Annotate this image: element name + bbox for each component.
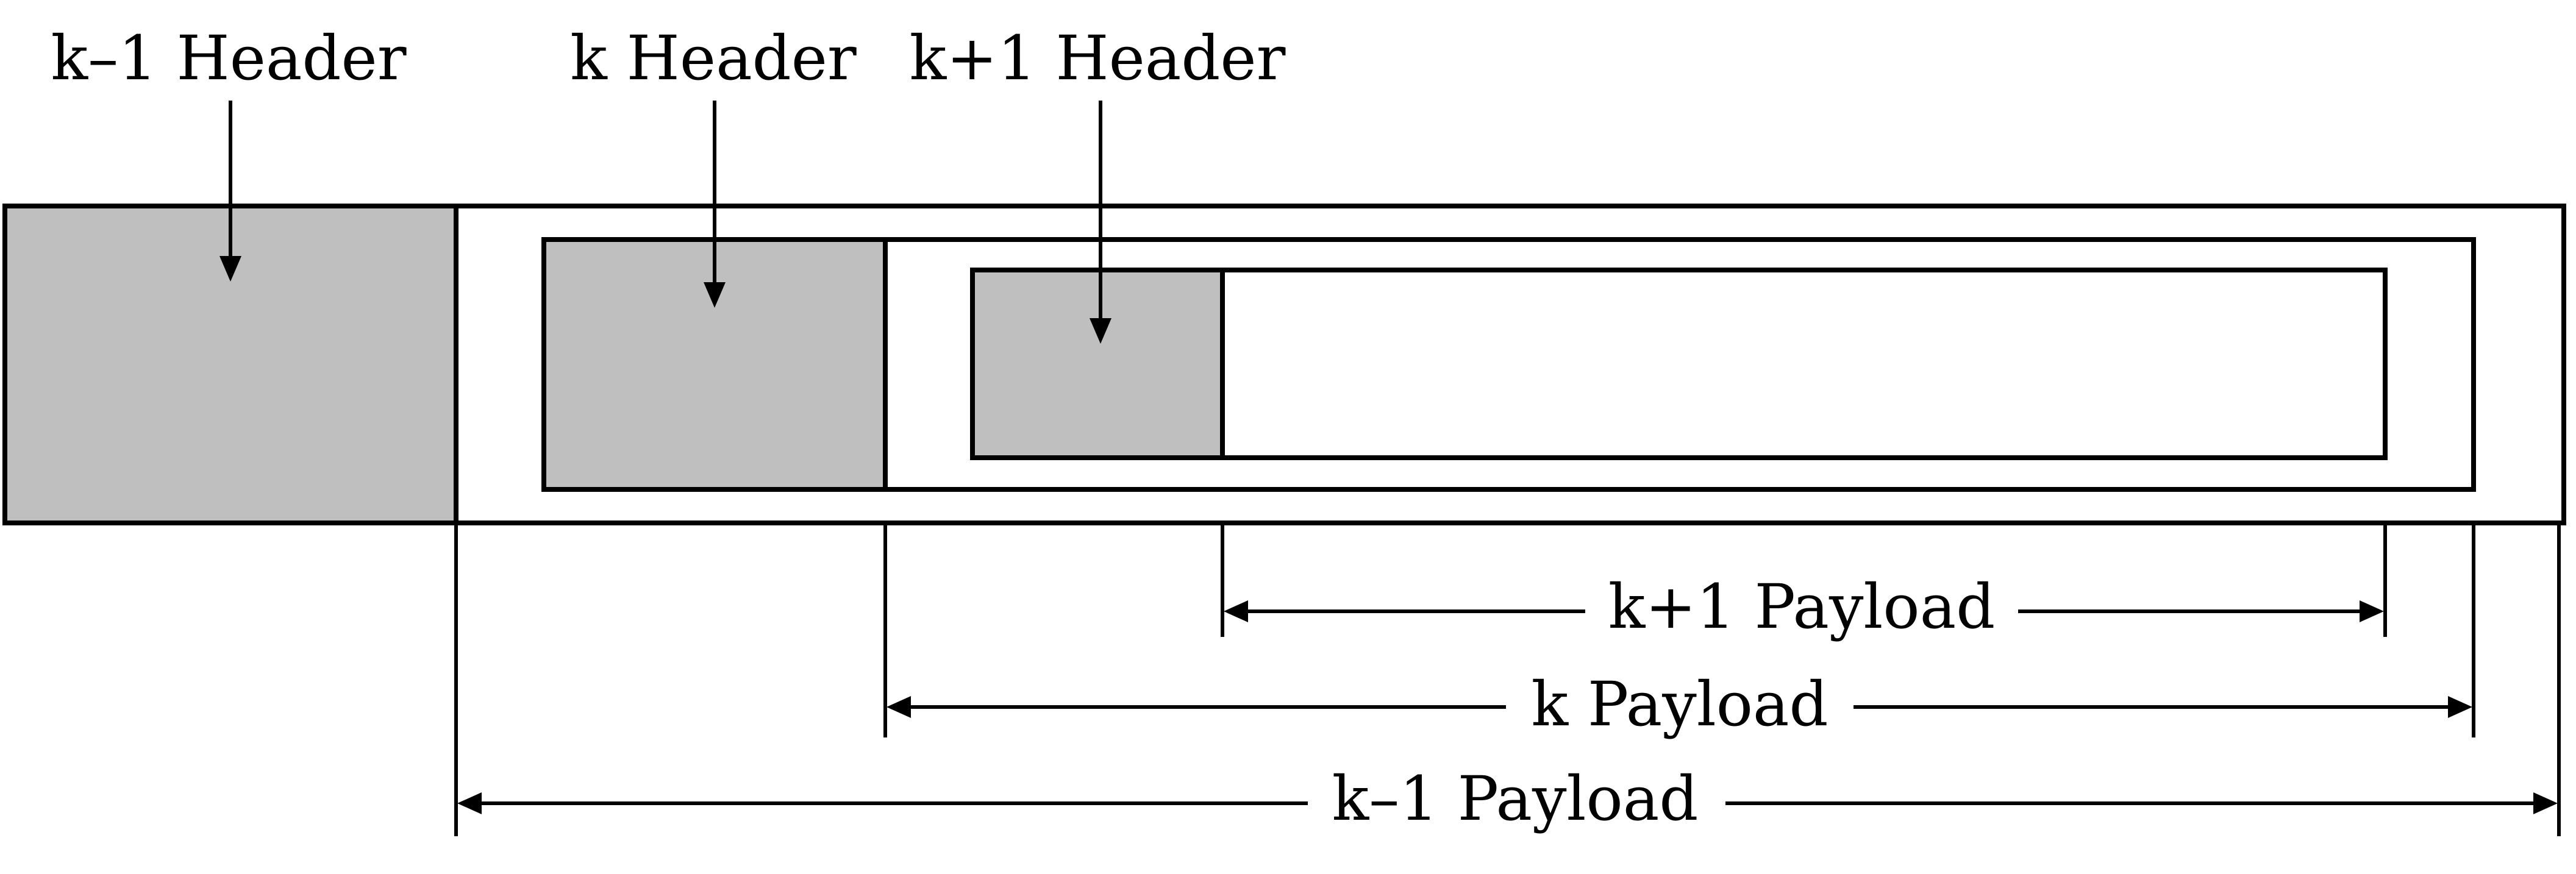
payload-arrowhead-k-left — [887, 696, 911, 718]
payload-arrowhead-k-plus-1-right — [2360, 600, 2384, 622]
payload-label-k: k Payload — [1531, 669, 1828, 740]
header-block-k-plus-1 — [970, 268, 1225, 460]
payload-arrowhead-k-right — [2448, 696, 2472, 718]
payload-arrowhead-k-minus-1-left — [457, 792, 482, 814]
payload-label-k-plus-1: k+1 Payload — [1608, 571, 1996, 642]
payload-arrowhead-k-minus-1-right — [2533, 792, 2558, 814]
header-label-k-plus-1: k+1 Header — [910, 23, 1286, 94]
header-arrowhead-k-minus-1 — [219, 256, 241, 282]
payload-label-k-minus-1: k–1 Payload — [1332, 763, 1699, 834]
header-block-k — [541, 237, 888, 492]
header-arrowhead-k — [704, 282, 726, 308]
header-label-k-minus-1: k–1 Header — [51, 23, 406, 94]
header-label-k: k Header — [570, 23, 857, 94]
header-arrowhead-k-plus-1 — [1090, 318, 1111, 344]
payload-arrowhead-k-plus-1-left — [1224, 600, 1248, 622]
